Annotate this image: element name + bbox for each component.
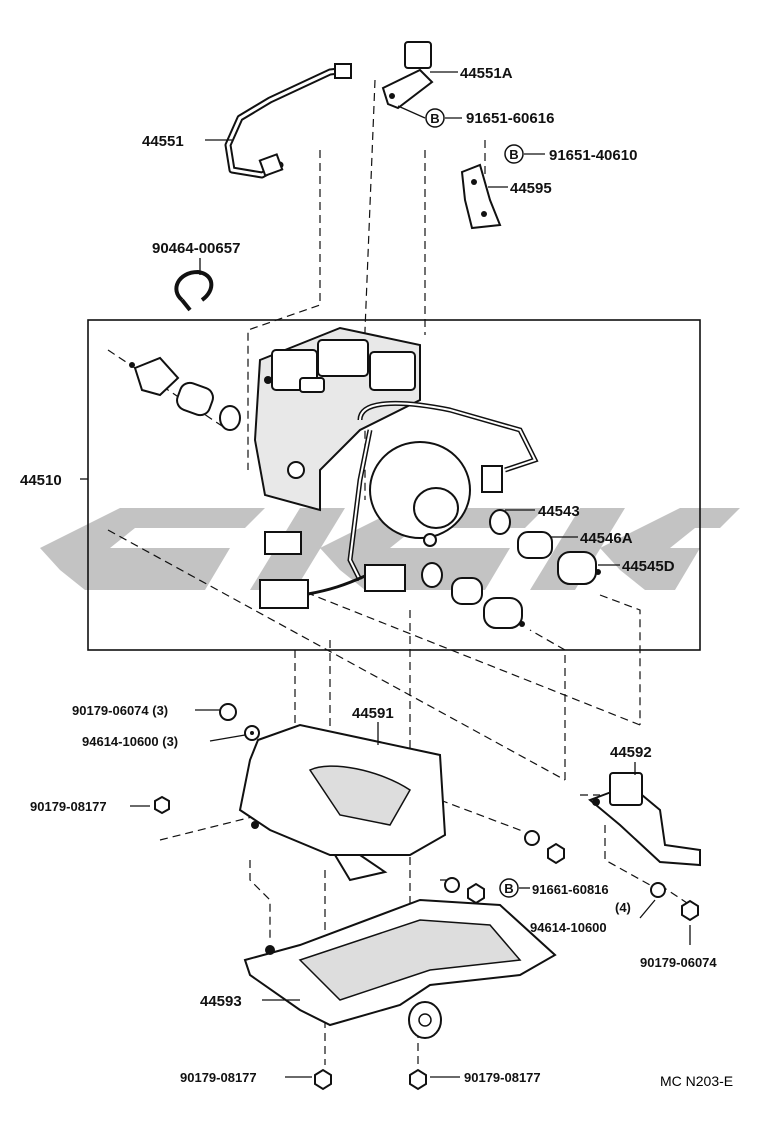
- label-90179-08177-bottom-left: 90179-08177: [180, 1070, 257, 1085]
- actuator-body-44510: [253, 326, 539, 609]
- bolt-marker-b1: B: [425, 108, 445, 128]
- clamp-90464: [174, 269, 214, 312]
- label-94614-10600-3: 94614-10600 (3): [82, 734, 178, 749]
- assembly-frame: [87, 319, 701, 651]
- left-valve-stack: [129, 356, 241, 431]
- label-90179-06074: 90179-06074: [640, 955, 717, 970]
- connector-bracket-44551a: [381, 41, 434, 110]
- label-44545d: 44545D: [622, 558, 675, 575]
- bracket-44593: [243, 898, 557, 1039]
- fasteners: [154, 703, 699, 1091]
- part-labels: 44551A 91651-60616 44551 91651-40610 445…: [20, 65, 733, 1089]
- bracket-44592: [588, 772, 701, 867]
- label-44510: 44510: [20, 472, 62, 489]
- diagram-code: MC N203-E: [660, 1073, 733, 1089]
- bolt-marker-b3: B: [499, 878, 519, 898]
- label-90179-08177-left: 90179-08177: [30, 799, 107, 814]
- svg-text:B: B: [504, 881, 513, 896]
- brake-tube-44551: [224, 63, 352, 179]
- label-94614-10600: 94614-10600: [530, 920, 607, 935]
- label-90464-00657: 90464-00657: [152, 240, 240, 257]
- label-91661-60816: 91661-60816: [532, 882, 609, 897]
- svg-text:B: B: [509, 147, 518, 162]
- label-90179-08177-bottom-right: 90179-08177: [464, 1070, 541, 1085]
- label-91651-60616: 91651-60616: [466, 110, 554, 127]
- label-44595: 44595: [510, 180, 552, 197]
- label-44551a: 44551A: [460, 65, 513, 82]
- bracket-44591: [238, 723, 447, 882]
- label-44546a: 44546A: [580, 530, 633, 547]
- label-90179-06074-3: 90179-06074 (3): [72, 703, 168, 718]
- label-44592: 44592: [610, 744, 652, 761]
- label-44543: 44543: [538, 503, 580, 520]
- bracket-44595: [460, 163, 502, 230]
- label-91661-qty: (4): [615, 900, 631, 915]
- label-44591: 44591: [352, 705, 394, 722]
- bolt-marker-b2: B: [504, 144, 524, 164]
- label-44551: 44551: [142, 133, 184, 150]
- svg-text:B: B: [430, 111, 439, 126]
- label-91651-40610: 91651-40610: [549, 147, 637, 164]
- label-44593: 44593: [200, 993, 242, 1010]
- leader-lines: [80, 71, 691, 1078]
- guide-lines: [107, 79, 691, 1065]
- right-valve-stack: [421, 509, 601, 629]
